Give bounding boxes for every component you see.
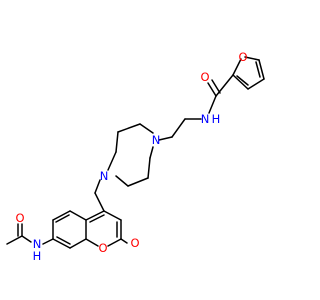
bond-coumarin-c2-to-ring-o xyxy=(107,238,122,247)
bond-furan-c4-c5-double xyxy=(255,61,261,78)
bond-c4a-c4-double xyxy=(89,214,105,223)
amide-nitrogen-label: N xyxy=(201,112,210,126)
bond-c5-c6 xyxy=(52,210,71,221)
molecule-structure-diagram: O N H O N N O O O N H xyxy=(6,50,265,263)
bond-c7-c8 xyxy=(52,238,71,249)
bond-piperazine-1 xyxy=(139,123,154,134)
bond-c7-c8-double xyxy=(56,236,71,245)
bond-furan-c3-c4 xyxy=(247,78,265,90)
furan-carboxamide-group xyxy=(207,56,265,114)
furan-oxygen-label: O xyxy=(238,50,247,64)
bond-nh-to-carbonyl-c xyxy=(21,235,32,243)
bond-amide-c-to-nh xyxy=(208,95,217,114)
bond-piperazine-3 xyxy=(115,131,119,153)
ring-oxygen-label: O xyxy=(98,241,107,255)
piperazine-nitrogen-lower-label: N xyxy=(100,169,109,183)
bond-c5-c6-double xyxy=(55,214,70,223)
piperazine-linker-group xyxy=(94,118,202,212)
bond-ch2-to-coumarin xyxy=(94,192,105,212)
bond-coumarin-c2-to-o xyxy=(120,238,128,244)
bond-furan-c5-o xyxy=(244,56,260,61)
bond-ch2-to-piperazine-n xyxy=(158,136,173,141)
bond-amide-c-to-o xyxy=(207,82,217,97)
acetamide-hydrogen-label: H xyxy=(33,249,42,263)
acetamide-group xyxy=(6,223,54,245)
bond-piperazine-5 xyxy=(115,175,129,187)
amide-oxygen-label: O xyxy=(200,70,209,84)
bond-ch2-ch2 xyxy=(171,118,186,138)
bond-c7-to-nh xyxy=(42,238,54,245)
bond-furan-c2-c3 xyxy=(232,74,249,90)
bond-furan-c2-c3-double xyxy=(236,75,249,86)
bond-furan-c4-c5 xyxy=(258,59,265,80)
bond-ring-o-to-c8a xyxy=(85,238,99,247)
bond-piperazine-6 xyxy=(127,177,149,187)
bond-c4a-c4 xyxy=(85,210,105,221)
lactone-carbonyl-oxygen-label: O xyxy=(130,236,139,250)
acetamide-oxygen-label: O xyxy=(15,211,24,225)
acetamide-nitrogen-label: N xyxy=(33,237,42,251)
bond-piperazine-4 xyxy=(107,151,117,171)
bond-carbonyl-c-to-methyl xyxy=(6,235,23,245)
bond-piperazine-8 xyxy=(149,146,154,159)
coumarin-core xyxy=(52,210,128,249)
bond-c8-c8a xyxy=(69,238,87,249)
bond-amide-c-to-furan xyxy=(215,74,234,97)
bond-piperazine-7 xyxy=(147,157,151,179)
atom-labels: O N H O N N O O O N H xyxy=(15,50,247,263)
piperazine-nitrogen-upper-label: N xyxy=(152,133,161,147)
bond-coumarin-c4-c3 xyxy=(103,210,122,221)
bond-piperazine-n-to-ch2 xyxy=(94,179,101,194)
bond-amide-c-to-o-double xyxy=(211,79,221,94)
bond-c4a-c5 xyxy=(69,210,87,221)
bond-furan-o-c2 xyxy=(232,58,242,76)
bond-piperazine-2 xyxy=(117,123,141,133)
amide-hydrogen-label: H xyxy=(212,112,221,126)
